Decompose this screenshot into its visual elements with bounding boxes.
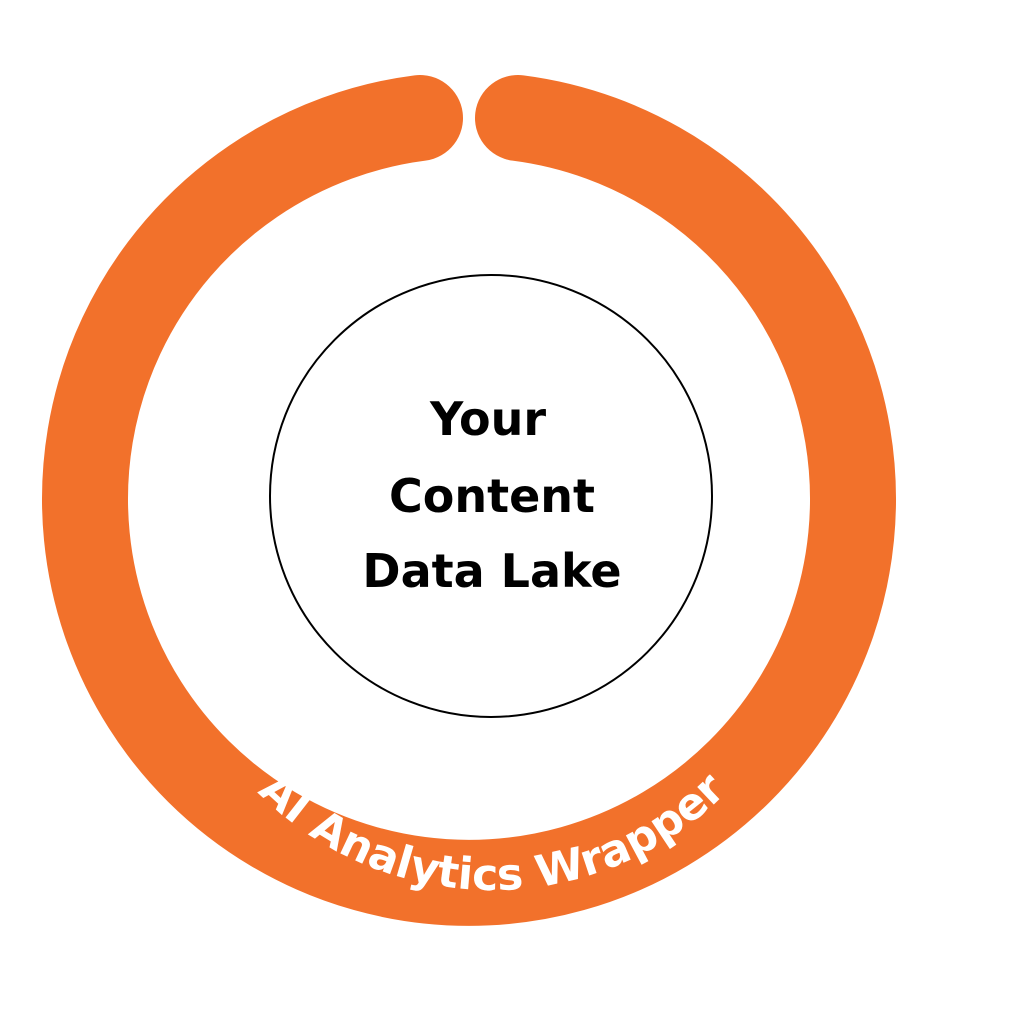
outer-ring — [42, 75, 896, 926]
inner-label-line-2: Content — [389, 469, 595, 523]
inner-label-line-3: Data Lake — [362, 544, 621, 598]
inner-circle — [269, 274, 713, 718]
inner-label-line-1: Your — [429, 392, 546, 446]
